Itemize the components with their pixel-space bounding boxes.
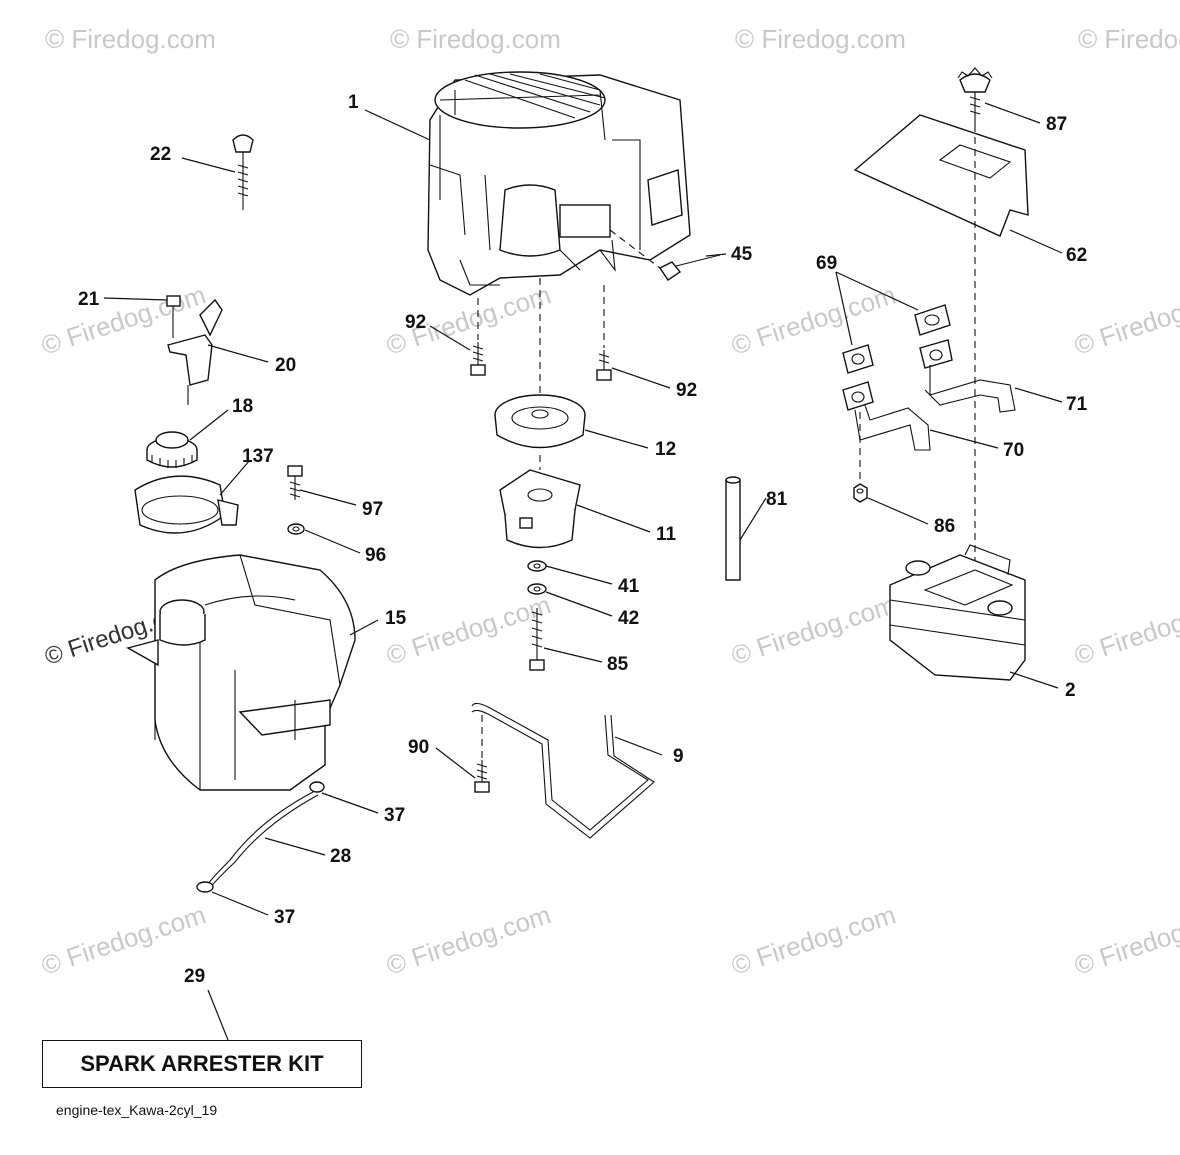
callout-85: 85 (607, 654, 629, 675)
callout-9: 9 (673, 746, 684, 767)
callouts: 1 22 21 20 18 137 97 96 15 37 28 37 29 9… (78, 92, 1088, 987)
callout-92: 92 (676, 380, 697, 401)
choke-knob-part (232, 134, 254, 210)
callout-21: 21 (78, 289, 100, 310)
callout-15: 15 (385, 608, 407, 629)
nut-part (853, 483, 868, 503)
tank-neck-part (134, 475, 239, 534)
spark-arrester-kit-box: SPARK ARRESTER KIT (42, 1040, 362, 1088)
engine-part (427, 71, 691, 296)
fuel-tank-part (126, 554, 356, 791)
mount-bolt-part (470, 285, 612, 381)
callout-18: 18 (232, 396, 253, 417)
watermark: © Firedog.com (728, 589, 900, 670)
callout-11: 11 (656, 524, 677, 545)
watermark: © Firedog.com (728, 279, 900, 360)
callout-37: 37 (274, 907, 295, 928)
callout-87: 87 (1046, 114, 1067, 135)
tube-part (725, 476, 741, 581)
watermark: © Firedog.com (383, 589, 555, 670)
watermark: © Firedog.com (1071, 279, 1180, 360)
screw-washer-part (287, 465, 305, 535)
callout-37: 37 (384, 805, 405, 826)
callout-90: 90 (408, 737, 429, 758)
watermark: © Firedog.com (1071, 899, 1180, 980)
callout-92: 92 (405, 312, 426, 333)
leader-lines (103, 102, 1063, 1041)
clutch-part (499, 455, 581, 549)
callout-70: 70 (1003, 440, 1024, 461)
callout-2: 2 (1065, 680, 1076, 701)
callout-62: 62 (1066, 245, 1087, 266)
pulley-part (494, 394, 586, 449)
watermark: © Firedog.com (45, 24, 216, 54)
fuel-cap-part (146, 431, 198, 468)
rod-bracket-part (471, 702, 655, 839)
callout-29: 29 (184, 966, 205, 987)
callout-81: 81 (766, 489, 788, 510)
watermark: © Firedog.com (383, 899, 555, 980)
fuel-hose-part (196, 781, 325, 893)
callout-1: 1 (348, 92, 359, 113)
callout-12: 12 (655, 439, 676, 460)
callout-42: 42 (618, 608, 639, 629)
watermark: © Firedog.com (728, 899, 900, 980)
throttle-bracket-part (166, 295, 223, 405)
callout-96: 96 (365, 545, 386, 566)
callout-22: 22 (150, 144, 171, 165)
muffler-part (889, 544, 1026, 681)
fitting-part (609, 229, 721, 281)
watermark: © Firedog.com (1071, 589, 1180, 670)
watermark: © Firedog.com (735, 24, 906, 54)
callout-71: 71 (1066, 394, 1088, 415)
figure-id: engine-tex_Kawa-2cyl_19 (56, 1102, 218, 1118)
watermark: © Firedog.com (1078, 24, 1180, 54)
callout-86: 86 (934, 516, 955, 537)
callout-69: 69 (816, 253, 837, 274)
callout-28: 28 (330, 846, 351, 867)
exhaust-pipe-part (842, 304, 1016, 485)
callout-45: 45 (731, 244, 753, 265)
clutch-bolt-part (527, 560, 547, 671)
callout-137: 137 (242, 446, 274, 467)
kit-label: SPARK ARRESTER KIT (80, 1051, 324, 1076)
callout-41: 41 (618, 576, 640, 597)
callout-97: 97 (362, 499, 383, 520)
watermark: © Firedog.com (390, 24, 561, 54)
callout-20: 20 (275, 355, 296, 376)
heat-shield-part (853, 67, 1029, 560)
